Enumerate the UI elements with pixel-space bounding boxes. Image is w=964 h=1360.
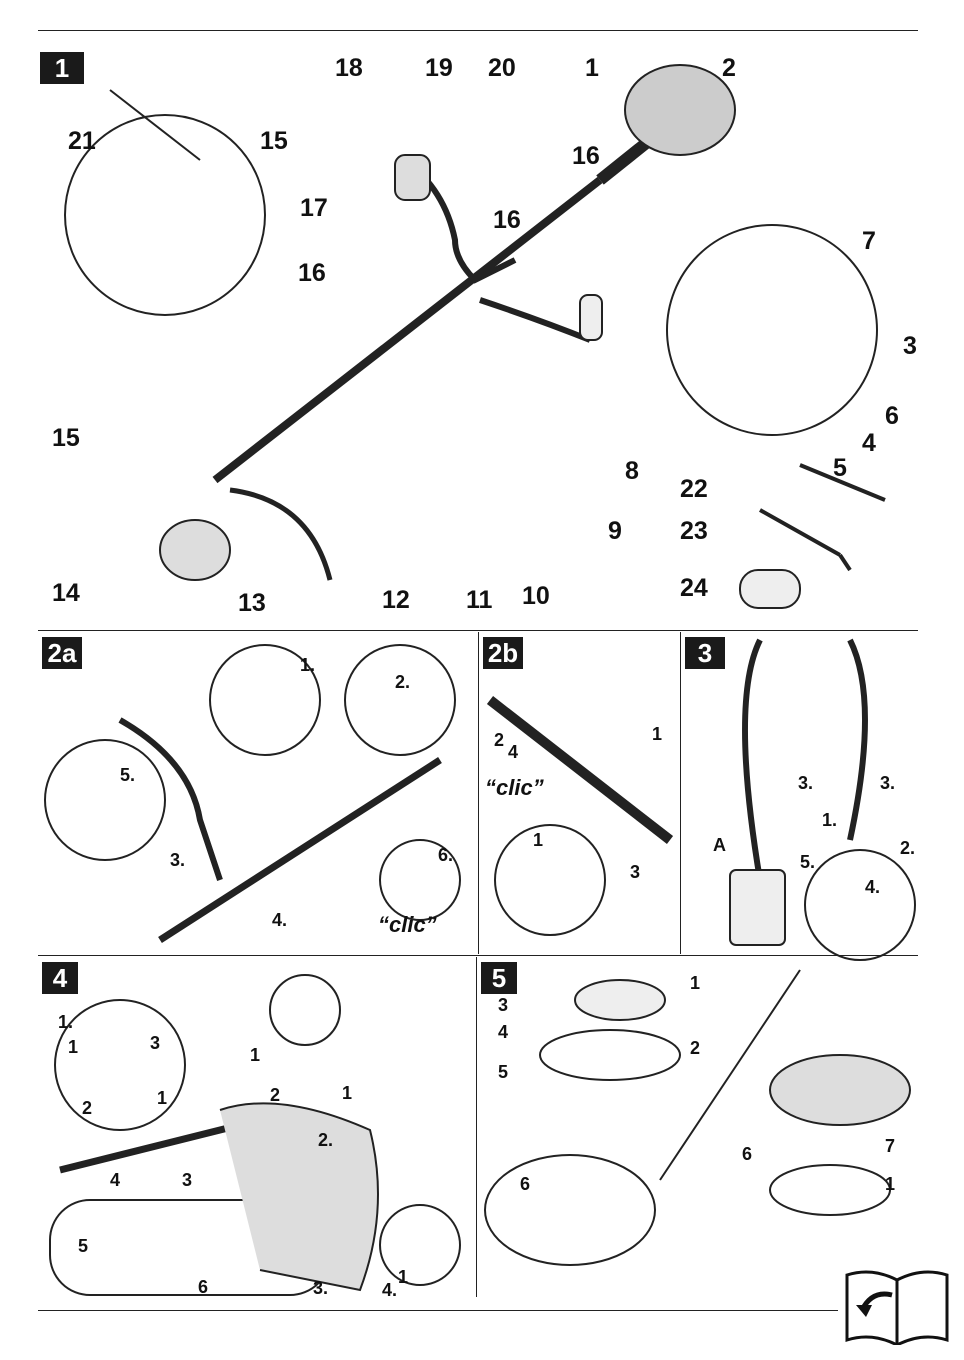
callout: 5 (78, 1236, 89, 1256)
callout: 6 (742, 1144, 753, 1164)
callout: 24 (680, 574, 708, 602)
callout: 4 (862, 429, 876, 457)
callout: 6 (198, 1277, 209, 1297)
callout: 2 (494, 730, 505, 750)
callout: 4. (382, 1280, 398, 1300)
callout: 2 (722, 54, 736, 82)
callout: 14 (52, 579, 80, 607)
callout: 13 (238, 589, 266, 617)
callout: 4 (110, 1170, 121, 1190)
callout: 3 (903, 332, 917, 360)
callout: 4 (498, 1022, 509, 1042)
step-label: 3. (880, 773, 896, 793)
callout: 6 (520, 1174, 531, 1194)
panel-1-header: 1 (40, 52, 84, 84)
step-label: A (713, 835, 726, 855)
divider-v3 (476, 957, 477, 1297)
callout: 1 (68, 1037, 79, 1057)
callout: 5 (833, 454, 847, 482)
step-label: 5. (120, 765, 136, 785)
callout: 3 (498, 995, 509, 1015)
panel-4-header: 4 (42, 962, 78, 994)
callout: 3 (630, 862, 641, 882)
bottom-rule (38, 1310, 838, 1311)
step-label: 5. (800, 852, 816, 872)
step-label: 3. (170, 850, 186, 870)
callout: 20 (488, 54, 516, 82)
callout: 1 (652, 724, 663, 744)
callout: 7 (862, 227, 876, 255)
panel-2a-header: 2a (42, 637, 82, 669)
divider-v2 (680, 632, 681, 954)
callout: 3 (150, 1033, 161, 1053)
top-rule (38, 30, 918, 31)
divider-v1 (478, 632, 479, 954)
callout: 7 (885, 1136, 896, 1156)
step-label: 2. (900, 838, 916, 858)
callout: 12 (382, 586, 410, 614)
callout: 6 (885, 402, 899, 430)
divider-row2 (38, 955, 918, 956)
callout: 11 (466, 586, 493, 614)
callout: 2 (690, 1038, 701, 1058)
callout: 1 (585, 54, 599, 82)
callout: 21 (68, 127, 96, 155)
callout: 3. (313, 1278, 329, 1298)
step-label: 4. (865, 877, 881, 897)
callout: 1 (690, 973, 701, 993)
callout: 1 (250, 1045, 261, 1065)
callout: 9 (608, 517, 622, 545)
callout: 1 (885, 1174, 896, 1194)
magnify-cutter-circle (64, 114, 266, 316)
panel-2b-header: 2b (483, 637, 523, 669)
callout: 2. (318, 1130, 334, 1150)
callout: 16 (493, 206, 521, 234)
callout: 16 (572, 142, 600, 170)
callout: 8 (625, 457, 639, 485)
panel-5-header: 5 (481, 962, 517, 994)
step-label: 1. (822, 810, 838, 830)
divider-row1 (38, 630, 918, 631)
callout: 1 (533, 830, 544, 850)
callout: 3 (182, 1170, 193, 1190)
callout: 1 (157, 1088, 168, 1108)
step-label: 1. (300, 655, 316, 675)
callout: 1. (58, 1012, 74, 1032)
step-label: 2. (395, 672, 411, 692)
step-label: 4. (272, 910, 288, 930)
callout: 17 (300, 194, 328, 222)
callout: 1 (398, 1267, 409, 1287)
callout: 15 (260, 127, 288, 155)
step-label: 6. (438, 845, 454, 865)
callout: 19 (425, 54, 453, 82)
clic-sound: “clic” (485, 775, 544, 800)
read-manual-book-icon (845, 1270, 949, 1345)
panel-3-header: 3 (685, 637, 725, 669)
callout: 22 (680, 475, 708, 503)
callout: 10 (522, 582, 550, 610)
callout: 5 (498, 1062, 509, 1082)
callout: 15 (52, 424, 80, 452)
callout: 16 (298, 259, 326, 287)
callout: 4 (508, 742, 519, 762)
callout: 1 (342, 1083, 353, 1103)
callout: 2 (82, 1098, 93, 1118)
callout: 23 (680, 517, 708, 545)
clic-sound: “clic” (378, 912, 437, 937)
step-label: 3. (798, 773, 814, 793)
magnify-engine-circle (666, 224, 878, 436)
callout: 18 (335, 54, 363, 82)
callout: 2 (270, 1085, 281, 1105)
